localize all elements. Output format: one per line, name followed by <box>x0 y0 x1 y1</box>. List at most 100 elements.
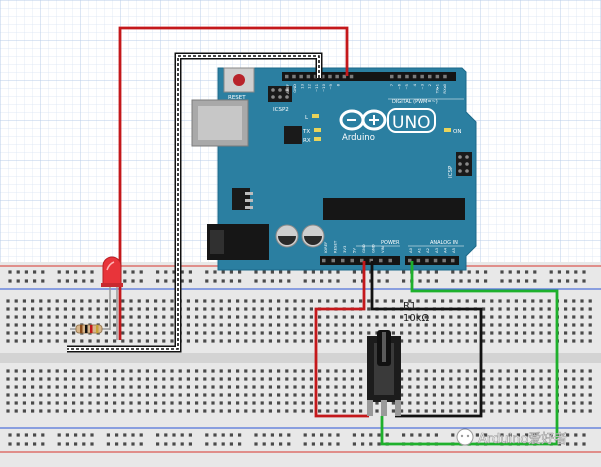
breadboard-hole <box>80 377 84 381</box>
breadboard-hole <box>277 393 281 397</box>
breadboard-hole <box>178 369 182 373</box>
breadboard-hole <box>14 315 18 319</box>
breadboard-hole <box>31 385 35 389</box>
breadboard-hole <box>375 401 379 405</box>
breadboard-hole <box>279 279 283 283</box>
breadboard-hole <box>547 377 551 381</box>
breadboard-hole <box>41 270 45 274</box>
breadboard-hole <box>115 433 119 437</box>
breadboard-hole <box>588 369 592 373</box>
breadboard-hole <box>490 409 494 413</box>
breadboard-hole <box>41 442 45 446</box>
breadboard-hole <box>260 315 264 319</box>
breadboard-hole <box>582 442 586 446</box>
breadboard-hole <box>236 377 240 381</box>
header-pin <box>341 258 345 263</box>
breadboard-hole <box>47 393 51 397</box>
breadboard-hole <box>244 369 248 373</box>
breadboard-hole <box>441 369 445 373</box>
breadboard-hole <box>465 385 469 389</box>
breadboard-hole <box>408 385 412 389</box>
uno-badge <box>387 108 436 133</box>
breadboard-hole <box>104 401 108 405</box>
breadboard-hole <box>162 315 166 319</box>
breadboard-hole <box>211 393 215 397</box>
breadboard-hole <box>186 339 190 343</box>
breadboard-hole <box>203 299 207 303</box>
breadboard-hole <box>293 401 297 405</box>
breadboard-hole <box>186 315 190 319</box>
breadboard-hole <box>137 369 141 373</box>
breadboard-hole <box>309 299 313 303</box>
breadboard-hole <box>484 279 488 283</box>
breadboard-hole <box>39 377 43 381</box>
breadboard-hole <box>260 385 264 389</box>
pin-label: AREF <box>285 84 290 94</box>
breadboard-hole <box>186 307 190 311</box>
breadboard-hole <box>227 377 231 381</box>
breadboard-hole <box>47 409 51 413</box>
breadboard-hole <box>55 393 59 397</box>
breadboard-hole <box>293 377 297 381</box>
breadboard-hole <box>303 442 307 446</box>
breadboard-hole <box>170 385 174 389</box>
breadboard-hole <box>164 270 168 274</box>
breadboard-hole <box>63 409 67 413</box>
breadboard-hole <box>115 442 119 446</box>
breadboard-hole <box>334 377 338 381</box>
breadboard-hole <box>287 433 291 437</box>
breadboard-hole <box>457 331 461 335</box>
breadboard-hole <box>391 299 395 303</box>
mcu-chip <box>323 198 465 220</box>
breadboard-hole <box>137 385 141 389</box>
breadboard-hole <box>121 401 125 405</box>
breadboard-hole <box>55 369 59 373</box>
breadboard-hole <box>301 323 305 327</box>
breadboard-hole <box>129 307 133 311</box>
breadboard-hole <box>236 339 240 343</box>
breadboard-hole <box>416 377 420 381</box>
breadboard-hole <box>244 385 248 389</box>
breadboard-hole <box>303 270 307 274</box>
breadboard-hole <box>195 385 199 389</box>
breadboard-hole <box>342 331 346 335</box>
breadboard-hole <box>63 393 67 397</box>
breadboard-hole <box>467 270 471 274</box>
breadboard-hole <box>309 339 313 343</box>
breadboard-hole <box>262 433 266 437</box>
breadboard-hole <box>172 433 176 437</box>
breadboard-hole <box>227 323 231 327</box>
breadboard-hole <box>170 339 174 343</box>
breadboard-hole <box>47 339 51 343</box>
breadboard-hole <box>178 393 182 397</box>
pin-label: IOREF <box>323 242 328 253</box>
breadboard-hole <box>270 442 274 446</box>
breadboard-hole <box>473 339 477 343</box>
breadboard-hole <box>318 401 322 405</box>
breadboard-hole <box>22 339 26 343</box>
breadboard-hole <box>31 393 35 397</box>
breadboard-hole <box>63 331 67 335</box>
breadboard-hole <box>523 385 527 389</box>
breadboard-hole <box>219 307 223 311</box>
capacitor-2-stripe <box>304 236 322 245</box>
breadboard-hole <box>432 299 436 303</box>
pin-label: RX◂0 <box>442 83 447 93</box>
breadboard-hole <box>72 299 76 303</box>
breadboard-hole <box>457 315 461 319</box>
breadboard-hole <box>104 315 108 319</box>
breadboard-hole <box>342 323 346 327</box>
wechat-icon-eye <box>460 434 464 438</box>
breadboard-hole <box>287 442 291 446</box>
breadboard-hole <box>508 270 512 274</box>
breadboard-hole <box>6 401 10 405</box>
breadboard-hole <box>244 377 248 381</box>
breadboard-hole <box>465 323 469 327</box>
breadboard-hole <box>277 315 281 319</box>
breadboard-hole <box>490 307 494 311</box>
breadboard-hole <box>328 433 332 437</box>
breadboard-hole <box>508 433 512 437</box>
breadboard-hole <box>539 401 543 405</box>
breadboard-hole <box>57 270 61 274</box>
breadboard-hole <box>465 339 469 343</box>
